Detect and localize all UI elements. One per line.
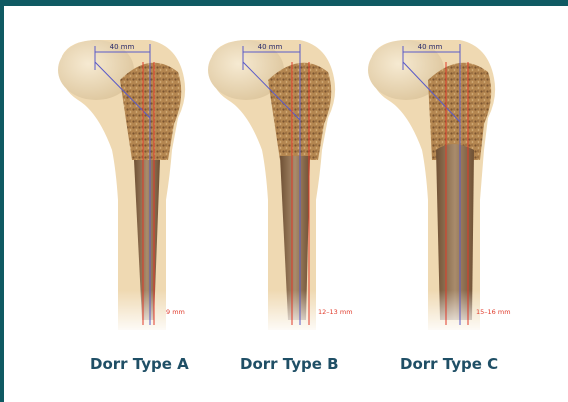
femur-b: 40 mm 12–13 mm	[208, 40, 353, 335]
femur-c-canal-label: 15–16 mm	[476, 308, 511, 316]
femur-c: 40 mm 15–16 mm	[368, 40, 511, 335]
caption-type-a: Dorr Type A	[90, 355, 189, 373]
femur-c-neck-label: 40 mm	[418, 43, 443, 51]
caption-type-b: Dorr Type B	[240, 355, 339, 373]
femur-b-neck-label: 40 mm	[258, 43, 283, 51]
femur-a: 40 mm 9 mm	[58, 40, 190, 335]
femur-a-canal-label: 9 mm	[166, 308, 185, 316]
caption-type-c: Dorr Type C	[400, 355, 498, 373]
femur-a-neck-label: 40 mm	[110, 43, 135, 51]
femur-b-canal-label: 12–13 mm	[318, 308, 353, 316]
